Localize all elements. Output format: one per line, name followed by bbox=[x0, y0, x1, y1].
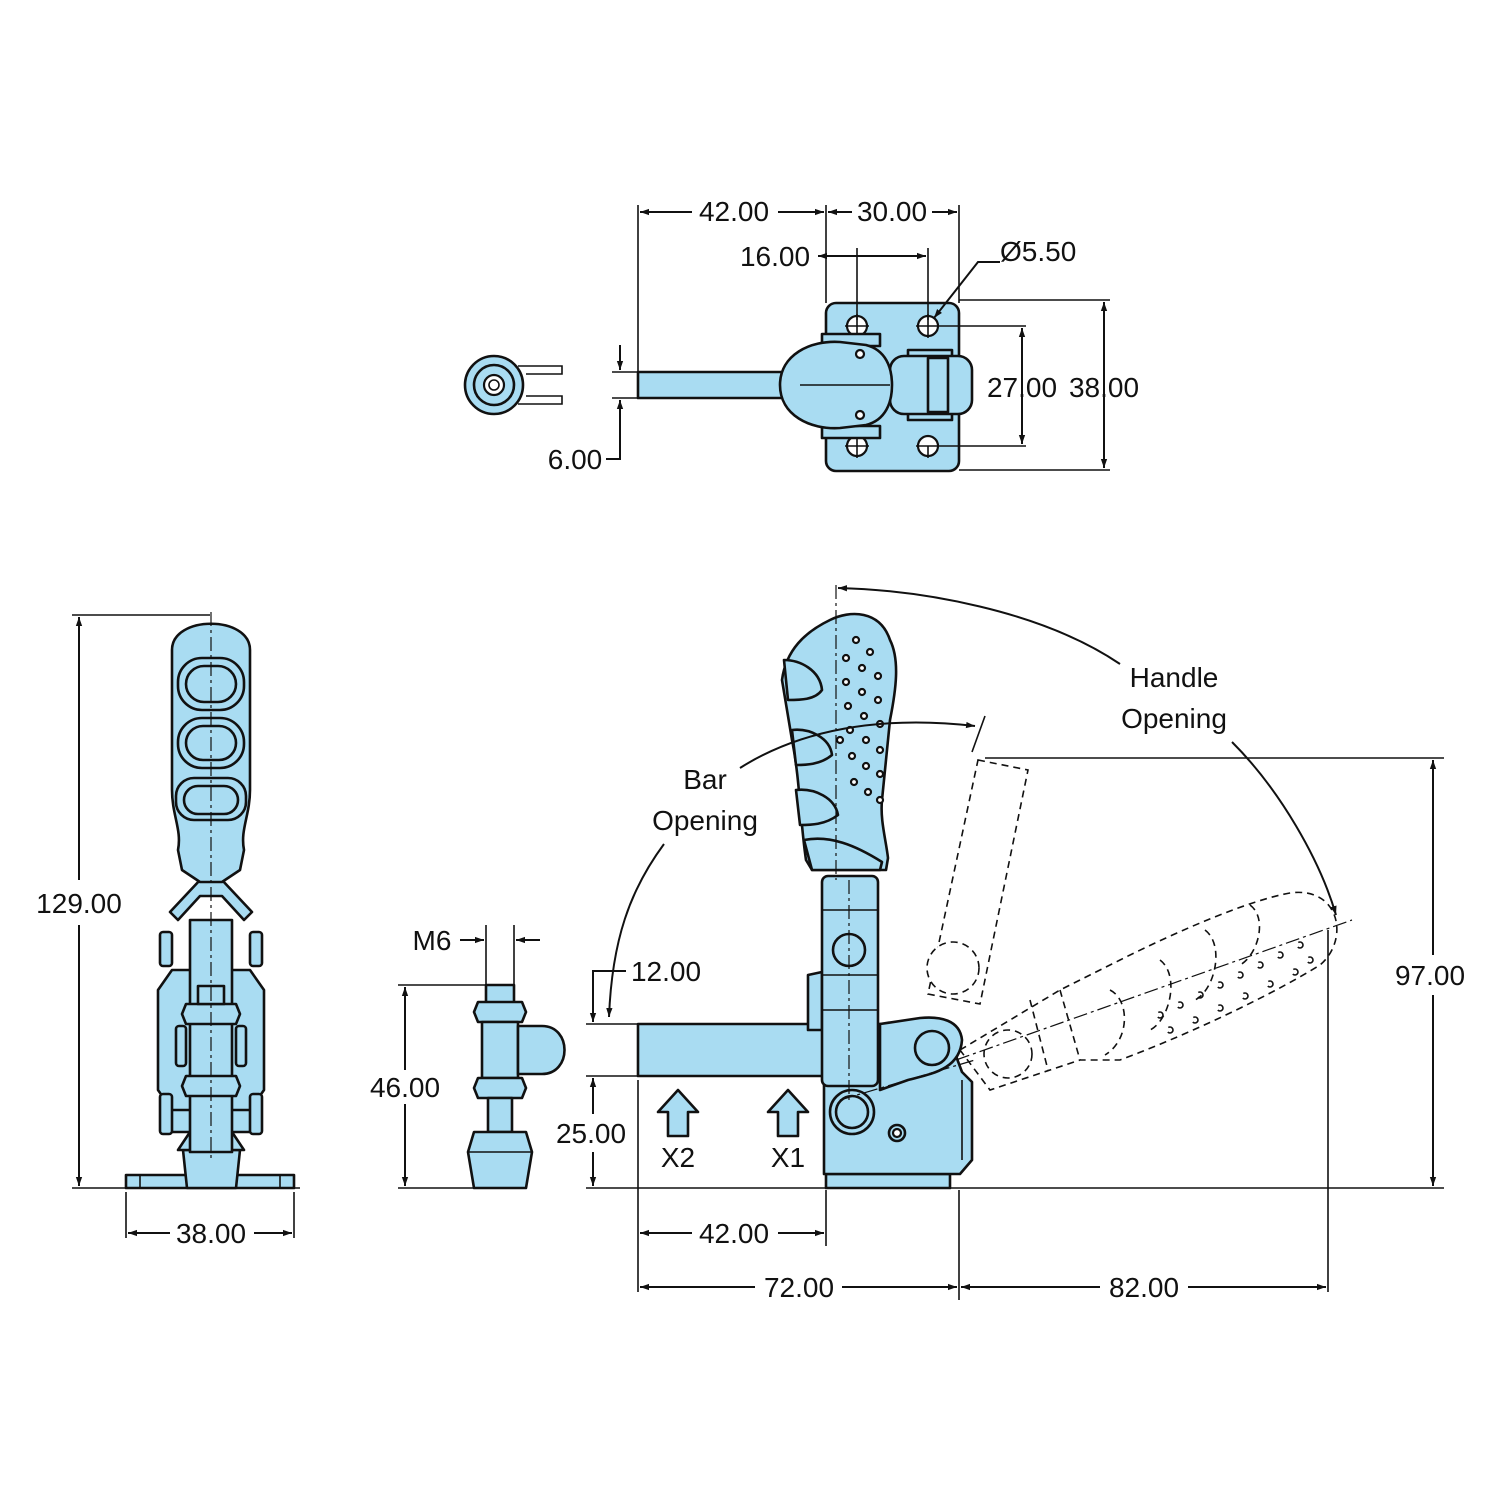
dim-42-top: 42.00 bbox=[699, 196, 769, 227]
pivot-pin-icon bbox=[913, 1029, 951, 1067]
spindle-end-center-icon bbox=[482, 373, 506, 397]
handle-opening-label-2: Opening bbox=[1121, 703, 1227, 734]
handle-link bbox=[820, 874, 880, 1088]
clamp-bar-top bbox=[636, 370, 790, 400]
dim-129: 129.00 bbox=[36, 888, 122, 919]
x2-arrow-icon bbox=[656, 1088, 700, 1138]
x2-label: X2 bbox=[661, 1142, 695, 1173]
handle-open-phantom bbox=[926, 759, 1353, 1091]
nut-front bbox=[180, 1074, 242, 1098]
spindle-cap bbox=[516, 1024, 566, 1076]
clamp-bar-side bbox=[636, 1022, 826, 1078]
grip-dot-icon bbox=[854, 348, 866, 360]
dim-hole-diameter: Ø5.50 bbox=[1000, 236, 1076, 267]
dim-82: 82.00 bbox=[1109, 1272, 1179, 1303]
bar-opening-label-1: Bar bbox=[683, 764, 727, 795]
dim-16-top: 16.00 bbox=[740, 241, 810, 272]
dim-72: 72.00 bbox=[764, 1272, 834, 1303]
handle-opening-label-1: Handle bbox=[1130, 662, 1219, 693]
spindle-view: M6 46.00 bbox=[370, 925, 566, 1190]
spindle-body bbox=[480, 1020, 520, 1080]
grip-dot-icon bbox=[854, 409, 866, 421]
base-plate-side bbox=[824, 1172, 952, 1190]
pivot-pin bbox=[926, 356, 950, 414]
top-view: 42.00 30.00 16.00 Ø5.50 27.00 38.00 6.00 bbox=[463, 196, 1139, 475]
spindle-nut bbox=[472, 1000, 528, 1024]
dim-30-top: 30.00 bbox=[857, 196, 927, 227]
dim-42-side: 42.00 bbox=[699, 1218, 769, 1249]
dim-27-top: 27.00 bbox=[987, 372, 1057, 403]
dim-46: 46.00 bbox=[370, 1072, 440, 1103]
dim-25: 25.00 bbox=[556, 1118, 626, 1149]
dim-6-top: 6.00 bbox=[548, 444, 603, 475]
arm-side bbox=[806, 970, 824, 1032]
x1-arrow-icon bbox=[766, 1088, 810, 1138]
spindle-nut bbox=[472, 1076, 528, 1100]
x1-label: X1 bbox=[771, 1142, 805, 1173]
bar-opening-label-2: Opening bbox=[652, 805, 758, 836]
dim-12: 12.00 bbox=[631, 956, 701, 987]
side-view: X2 X1 12.00 25.00 42.00 bbox=[556, 585, 1465, 1303]
dim-38-front: 38.00 bbox=[176, 1218, 246, 1249]
dim-97: 97.00 bbox=[1395, 960, 1465, 991]
thread-label: M6 bbox=[413, 925, 452, 956]
spindle-shaft bbox=[486, 1096, 514, 1134]
dim-38-top: 38.00 bbox=[1069, 372, 1139, 403]
front-view: 129.00 38.00 bbox=[36, 612, 300, 1249]
spindle-foot bbox=[466, 1130, 534, 1190]
